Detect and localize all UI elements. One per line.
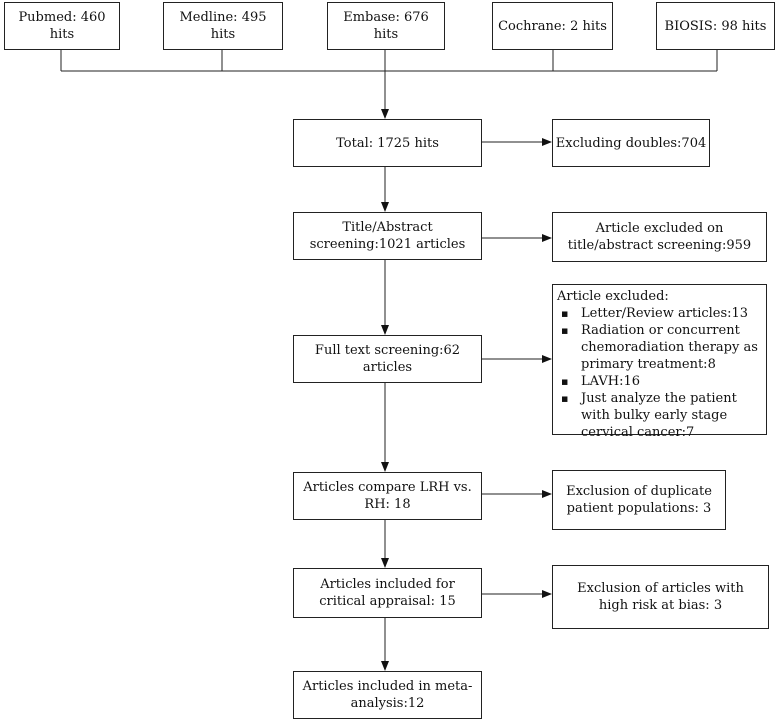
source-label: Pubmed: 460 hits xyxy=(18,10,106,42)
exclusion-reason-text: chemoradiation therapy as xyxy=(581,340,758,355)
exclusion-doubles-box: Excluding doubles:704 xyxy=(552,119,710,167)
exclusion-reason-text: LAVH:16 xyxy=(581,374,641,389)
exclusion-text: Article excluded on xyxy=(595,221,724,236)
step-text: critical appraisal: 15 xyxy=(319,594,456,609)
source-box-medline: Medline: 495 hits xyxy=(163,2,283,50)
exclusion-text: high risk at bias: 3 xyxy=(598,598,723,613)
step-meta-box: Articles included in meta- analysis:12 xyxy=(293,671,482,719)
step-text: analysis:12 xyxy=(350,696,425,711)
exclusion-reason-item: LAVH:16 xyxy=(557,373,762,390)
step-text: RH: 18 xyxy=(364,497,411,512)
source-box-pubmed: Pubmed: 460 hits xyxy=(4,2,120,50)
source-label: Embase: 676 hits xyxy=(343,10,429,42)
exclusion-text: Exclusion of articles with xyxy=(577,581,744,596)
exclusion-reason-item: Letter/Review articles:13 xyxy=(557,305,762,322)
step-text: Full text screening:62 xyxy=(314,343,461,358)
step-title-abstract-box: Title/Abstract screening:1021 articles xyxy=(293,212,482,260)
step-text: Total: 1725 hits xyxy=(336,135,439,151)
step-text: Articles included for xyxy=(320,577,455,592)
exclusion-text: patient populations: 3 xyxy=(566,501,712,516)
source-box-biosis: BIOSIS: 98 hits xyxy=(656,2,775,50)
source-box-embase: Embase: 676 hits xyxy=(327,2,445,50)
exclusion-reason-item: Just analyze the patient with bulky earl… xyxy=(557,390,762,441)
source-label: Medline: 495 hits xyxy=(179,10,267,42)
exclusion-reason-text: cervical cancer:7 xyxy=(581,425,695,440)
step-critical-box: Articles included for critical appraisal… xyxy=(293,568,482,618)
exclusion-reason-text: primary treatment:8 xyxy=(581,357,716,372)
exclusion-heading: Article excluded: xyxy=(557,289,669,304)
step-full-text-box: Full text screening:62 articles xyxy=(293,335,482,383)
exclusion-duplicates-box: Exclusion of duplicate patient populatio… xyxy=(552,470,726,530)
exclusion-reason-text: Letter/Review articles:13 xyxy=(581,306,749,321)
step-text: Articles included in meta- xyxy=(302,679,473,694)
exclusion-full-text-box: Article excluded: Letter/Review articles… xyxy=(552,284,767,440)
step-compare-box: Articles compare LRH vs. RH: 18 xyxy=(293,472,482,520)
source-box-cochrane: Cochrane: 2 hits xyxy=(492,2,613,50)
source-label: BIOSIS: 98 hits xyxy=(664,18,767,34)
exclusion-reason-text: with bulky early stage xyxy=(581,408,728,423)
step-text: Title/Abstract xyxy=(342,220,433,235)
exclusion-reason-text: Just analyze the patient xyxy=(581,391,737,406)
step-total-box: Total: 1725 hits xyxy=(293,119,482,167)
exclusion-reason-text: Radiation or concurrent xyxy=(581,323,740,338)
exclusion-reason-list: Letter/Review articles:13 Radiation or c… xyxy=(557,305,762,441)
step-text: screening:1021 articles xyxy=(309,237,466,252)
step-text: Articles compare LRH vs. xyxy=(303,480,472,495)
step-text: articles xyxy=(362,360,413,375)
source-label: Cochrane: 2 hits xyxy=(498,18,607,34)
exclusion-title-abstract-box: Article excluded on title/abstract scree… xyxy=(552,212,767,262)
exclusion-text: Excluding doubles:704 xyxy=(555,135,707,151)
exclusion-text: title/abstract screening:959 xyxy=(567,238,752,253)
exclusion-reason-item: Radiation or concurrent chemoradiation t… xyxy=(557,322,762,373)
exclusion-text: Exclusion of duplicate xyxy=(566,484,712,499)
exclusion-bias-box: Exclusion of articles with high risk at … xyxy=(552,565,769,629)
